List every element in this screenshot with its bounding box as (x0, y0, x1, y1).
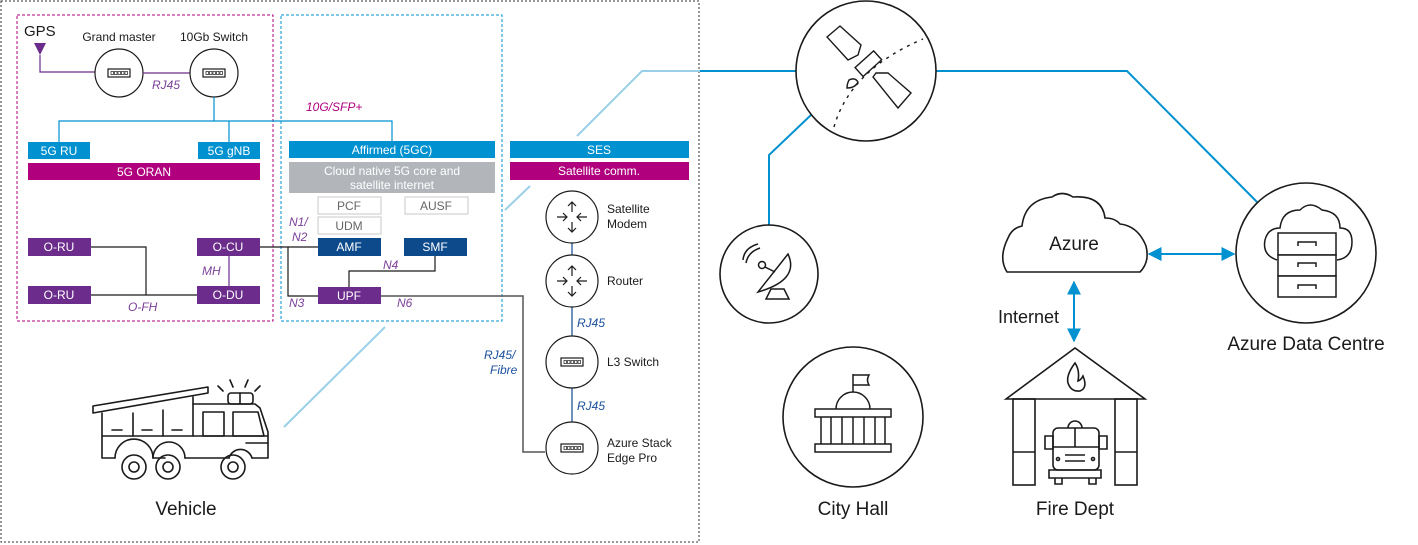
rj45-a-label: RJ45 (577, 316, 605, 330)
azure-data-centre-label: Azure Data Centre (1227, 334, 1384, 355)
n2-label: N2 (292, 230, 308, 244)
satellite-comm-box[interactable] (510, 162, 689, 180)
fire-dept-label: Fire Dept (1036, 499, 1115, 520)
5g-gnb-label: 5G gNB (208, 144, 251, 158)
oru-top-box[interactable] (28, 238, 91, 256)
ground-station-node[interactable] (719, 224, 819, 324)
n1-label: N1/ (289, 215, 309, 229)
gps-label: GPS (24, 23, 56, 40)
10gb-switch-node[interactable] (189, 48, 239, 98)
cloud-server-icon (1263, 204, 1353, 298)
azure-data-centre-node[interactable] (1235, 182, 1377, 324)
satellite-icon (825, 25, 924, 128)
azure-stack-edge-label-1: Azure Stack (607, 436, 673, 450)
city-hall-label: City Hall (818, 499, 889, 520)
5g-ru-box[interactable] (28, 142, 90, 159)
city-hall-icon (814, 374, 892, 453)
rj45-fibre-label-2: Fibre (490, 363, 518, 377)
internet-label: Internet (998, 307, 1059, 327)
oru-top-label: O-RU (44, 240, 75, 254)
smf-box[interactable] (404, 238, 467, 256)
router-node[interactable] (545, 254, 599, 308)
5g-oran-label: 5G ORAN (117, 165, 171, 179)
vehicle-label: Vehicle (155, 499, 216, 520)
pcf-box[interactable] (317, 196, 382, 215)
satellite-node[interactable] (795, 0, 937, 142)
affirmed-5gc-label: Affirmed (5GC) (352, 143, 432, 157)
ses-label: SES (587, 143, 611, 157)
rj45-label: RJ45 (152, 78, 180, 92)
gps-antenna-icon (34, 43, 95, 73)
grand-master-node[interactable] (94, 48, 144, 98)
satellite-modem-label-2: Modem (607, 217, 647, 231)
satellite-modem-label-1: Satellite (607, 202, 650, 216)
5g-gnb-box[interactable] (198, 142, 260, 159)
n3-label: N3 (289, 296, 305, 310)
rj45-fibre-label-1: RJ45/ (484, 348, 517, 362)
satellite-comm-label: Satellite comm. (558, 164, 640, 178)
satellite-modem-node[interactable] (545, 190, 599, 244)
cloud-native-line2: satellite internet (350, 178, 435, 192)
upf-label: UPF (337, 289, 361, 303)
5g-ru-label: 5G RU (41, 144, 78, 158)
ocu-box[interactable] (197, 238, 260, 256)
cloud-native-box (289, 162, 495, 193)
link-10g-sfp-label: 10G/SFP+ (306, 100, 362, 114)
rj45-b-label: RJ45 (577, 399, 605, 413)
azure-cloud-node[interactable]: Azure (1001, 192, 1148, 273)
vehicle-boundary (0, 0, 700, 543)
5g-oran-box[interactable] (28, 163, 260, 180)
city-hall-node[interactable] (782, 346, 924, 488)
ausf-label: AUSF (420, 199, 452, 213)
oru-bottom-label: O-RU (44, 288, 75, 302)
odu-box[interactable] (197, 286, 260, 304)
mh-label: MH (202, 264, 221, 278)
ofh-label: O-FH (128, 300, 158, 314)
udm-box[interactable] (317, 216, 382, 235)
n4-label: N4 (383, 258, 399, 272)
l3-switch-label: L3 Switch (607, 355, 659, 369)
grand-master-label: Grand master (82, 30, 155, 44)
udm-label: UDM (335, 219, 362, 233)
azure-stack-edge-label-2: Edge Pro (607, 451, 657, 465)
smf-label: SMF (422, 240, 447, 254)
affirmed-5gc-box[interactable] (289, 141, 495, 158)
wireless-link-vehicle (283, 326, 386, 428)
fire-dept-icon[interactable] (1003, 347, 1148, 486)
ses-box[interactable] (510, 141, 689, 158)
wireless-link-modem (504, 185, 531, 211)
azure-label: Azure (1049, 234, 1099, 255)
n6-label: N6 (397, 296, 413, 310)
core-boundary (280, 14, 503, 322)
amf-label: AMF (336, 240, 361, 254)
router-label: Router (607, 274, 643, 288)
oru-bottom-box[interactable] (28, 286, 91, 304)
cloud-native-line1: Cloud native 5G core and (324, 164, 460, 178)
azure-stack-edge-node[interactable] (545, 421, 599, 475)
pcf-label: PCF (337, 199, 361, 213)
l3-switch-node[interactable] (545, 335, 599, 389)
odu-label: O-DU (213, 288, 244, 302)
ausf-box[interactable] (404, 196, 469, 215)
upf-box[interactable] (318, 287, 381, 304)
ocu-label: O-CU (213, 240, 244, 254)
amf-box[interactable] (318, 238, 381, 256)
switch-label: 10Gb Switch (180, 30, 248, 44)
fire-truck-icon (92, 379, 269, 480)
wireless-link-ses (576, 70, 700, 137)
oran-boundary (16, 14, 274, 322)
satellite-dish-icon (742, 243, 792, 300)
